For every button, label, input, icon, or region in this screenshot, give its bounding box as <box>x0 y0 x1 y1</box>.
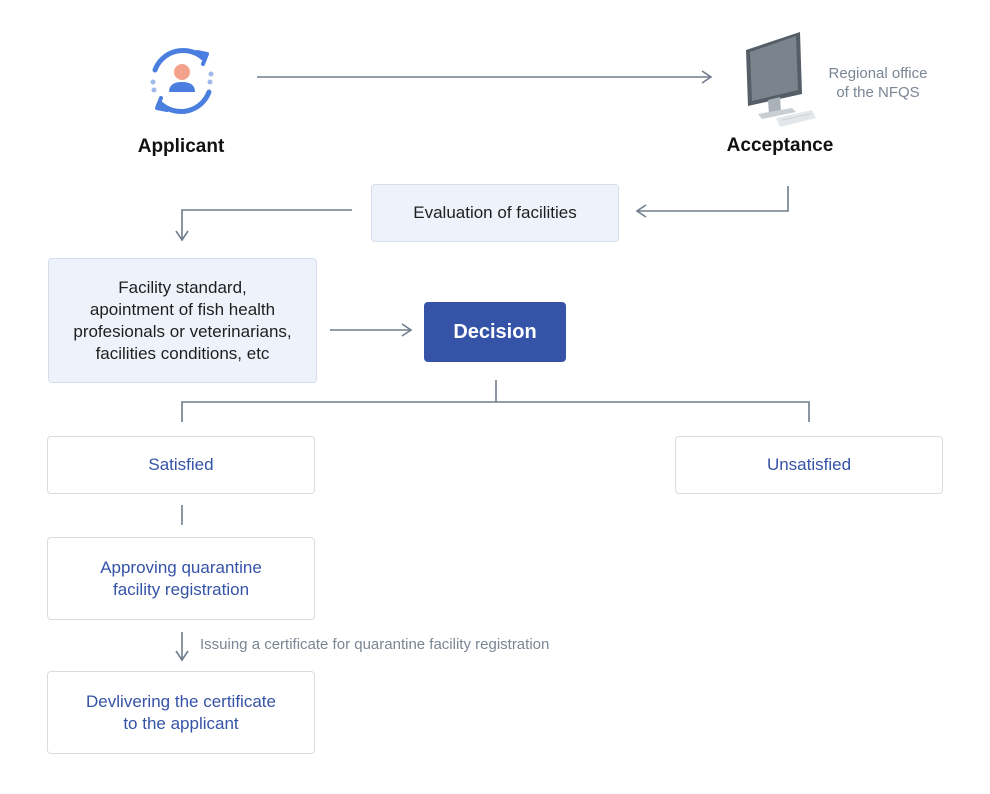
evaluation-label: Evaluation of facilities <box>413 203 577 222</box>
branch-horizontal <box>181 401 810 422</box>
applicant-label: Applicant <box>137 136 225 157</box>
acceptance-label: Acceptance <box>726 135 834 156</box>
regional-office-note: Regional office of the NFQS <box>828 65 928 101</box>
unsatisfied-label: Unsatisfied <box>766 455 852 474</box>
satisfied-label: Satisfied <box>148 455 214 474</box>
satisfied-box: Satisfied <box>47 436 315 494</box>
decision-box: Decision <box>424 302 566 362</box>
arrow-acceptance-to-evaluation <box>635 186 789 218</box>
delivering-box: Devlivering the certificate to the appli… <box>47 671 315 754</box>
decision-label: Decision <box>453 321 537 343</box>
unsatisfied-box: Unsatisfied <box>675 436 943 494</box>
approving-label: Approving quarantine facility registrati… <box>100 557 262 599</box>
arrow-evaluation-to-criteria <box>175 209 352 242</box>
approving-box: Approving quarantine facility registrati… <box>47 537 315 620</box>
facility-criteria-label: Facility standard, apointment of fish he… <box>73 277 292 363</box>
user-cycle-icon <box>141 40 223 122</box>
computer-monitor-icon <box>740 30 820 130</box>
issuing-certificate-note: Issuing a certificate for quarantine fac… <box>200 636 550 653</box>
facility-criteria-box: Facility standard, apointment of fish he… <box>48 258 317 383</box>
delivering-label: Devlivering the certificate to the appli… <box>86 691 276 733</box>
evaluation-box: Evaluation of facilities <box>371 184 619 242</box>
